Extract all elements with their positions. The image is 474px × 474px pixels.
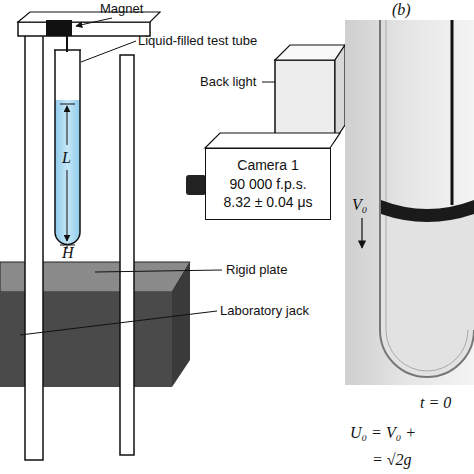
camera-lens [186,175,206,195]
photo-tube-wall [380,20,474,377]
dimension-arrow [67,106,68,145]
leader-line [76,18,112,26]
camera-box: Camera 190 000 f.p.s.8.32 ± 0.04 μs [205,148,331,220]
dimension-tick [60,104,75,105]
part-label: L [62,149,71,167]
camera-spec: Camera 1 [237,156,298,175]
photo-liquid [380,210,474,377]
part-label: = √2g [372,451,412,469]
part-label: Liquid-filled test tube [138,34,257,48]
test-tube [55,50,80,244]
liquid [55,100,80,244]
back-light-side [335,45,345,140]
part-label: U₀ = V₀ + [350,424,416,442]
jack-side [172,262,190,387]
photo-meniscus [381,200,474,222]
leader-line [262,82,275,83]
camera-top [205,133,340,148]
part-label: Back light [200,75,256,89]
magnet-block [46,20,72,36]
part-label: Rigid plate [226,263,287,277]
photo-tube-inner [386,20,468,371]
photo-background [345,20,474,385]
tube-rim [54,49,81,51]
part-label: H [62,244,74,262]
frame-post [25,30,43,460]
camera-spec: 90 000 f.p.s. [229,175,306,194]
frame-post [120,55,134,455]
part-label: t = 0 [420,394,451,412]
part-label: Magnet [100,2,143,16]
photo-rod [451,20,454,205]
back-light-top [275,45,345,60]
leader-line [81,41,136,62]
camera-spec: 8.32 ± 0.04 μs [224,193,313,212]
back-light-box [275,60,335,140]
part-label: Laboratory jack [220,304,309,318]
part-label: (b) [392,1,411,19]
leader-line [20,311,217,335]
velocity-arrow [361,218,362,248]
leader-line [95,270,222,272]
dimension-arrow [67,170,68,241]
part-label: V₀ [352,196,367,214]
